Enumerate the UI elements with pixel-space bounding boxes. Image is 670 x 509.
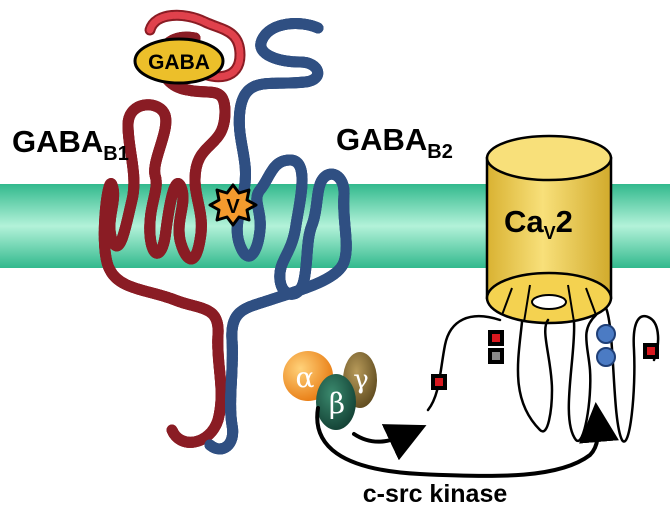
beta-label: β (329, 387, 345, 420)
g-beta-subunit (316, 374, 356, 430)
blue-site-1 (596, 324, 616, 344)
channel-intracellular-loops (426, 306, 660, 443)
phospho-site-1 (431, 374, 447, 390)
arrow-short (352, 424, 427, 461)
v-star-marker: V (208, 183, 258, 227)
phospho-site-3 (643, 343, 659, 359)
blue-site-2 (596, 347, 616, 367)
csrc-kinase-label: c-src kinase (363, 480, 508, 508)
gabab1-receptor (104, 9, 246, 442)
arrow-long (315, 402, 619, 479)
cav2-channel: CaV2 (485, 134, 613, 325)
gray-site (488, 348, 504, 364)
channel-pore (531, 294, 567, 310)
phospho-site-2 (488, 330, 504, 346)
gabab2-receptor (204, 24, 346, 449)
g-protein: α β γ (283, 351, 377, 430)
gabab1-label: GABAB1 (12, 124, 129, 165)
gabab2-label: GABAB2 (336, 122, 453, 163)
gamma-label: γ (353, 365, 369, 395)
alpha-label: α (296, 361, 315, 394)
cav2-label: CaV2 (504, 204, 573, 243)
gaba-ligand-label: GABA (148, 51, 210, 74)
gaba-ligand: GABA (133, 37, 225, 85)
v-marker-label: V (226, 196, 240, 218)
arrows (315, 402, 619, 479)
